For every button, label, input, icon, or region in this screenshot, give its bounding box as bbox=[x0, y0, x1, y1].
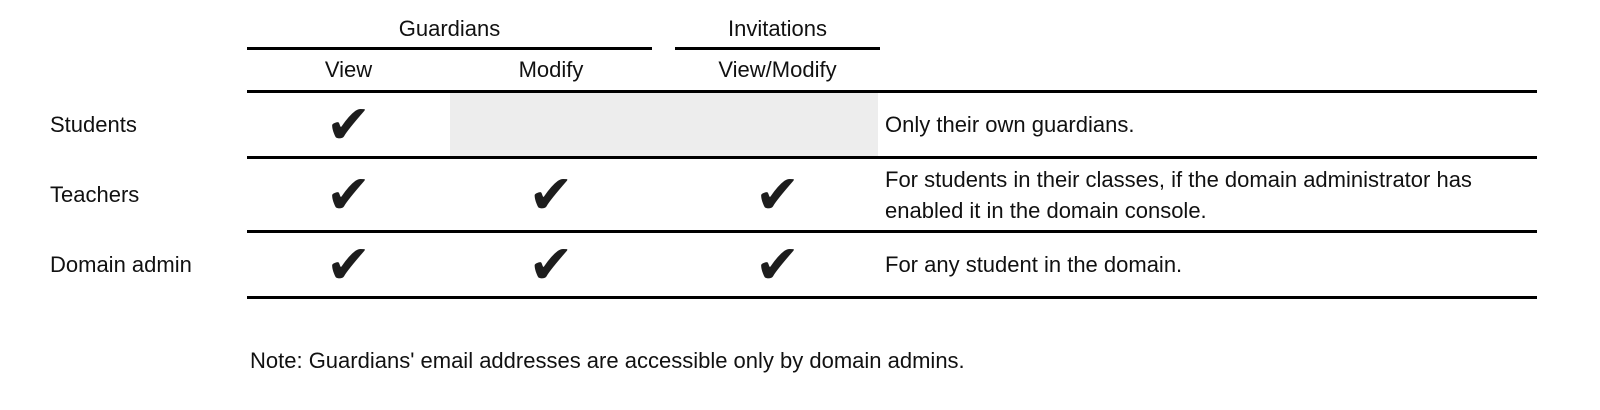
table-row-label-students: Students bbox=[50, 93, 240, 156]
cell-teachers-guardians-view: ✔ bbox=[247, 159, 450, 230]
cell-students-note: Only their own guardians. bbox=[885, 93, 1540, 156]
check-icon: ✔ bbox=[325, 92, 372, 156]
cell-teachers-note: For students in their classes, if the do… bbox=[885, 159, 1540, 230]
check-icon: ✔ bbox=[528, 162, 574, 226]
table-row-label-domain-admin: Domain admin bbox=[50, 233, 240, 296]
check-icon: ✔ bbox=[754, 162, 801, 226]
column-group-guardians: Guardians bbox=[398, 16, 501, 41]
cell-teachers-invitations-view-modify: ✔ bbox=[675, 159, 880, 230]
table-rule-after-students bbox=[247, 156, 1537, 159]
note-text: For any student in the domain. bbox=[885, 252, 1183, 277]
check-icon: ✔ bbox=[528, 232, 574, 296]
check-icon: ✔ bbox=[325, 162, 372, 226]
table-rule-bottom bbox=[247, 296, 1537, 299]
table-rule-after-teachers bbox=[247, 230, 1537, 233]
cell-domain-admin-guardians-view: ✔ bbox=[247, 233, 450, 296]
invitations-group-underline bbox=[675, 47, 880, 50]
column-header-view: View bbox=[324, 57, 373, 82]
row-label: Students bbox=[50, 111, 137, 137]
footnote-text: Note: Guardians' email addresses are acc… bbox=[250, 348, 965, 373]
cell-students-guardians-modify bbox=[450, 93, 652, 156]
cell-students-guardians-view: ✔ bbox=[247, 93, 450, 156]
column-group-invitations: Invitations bbox=[727, 16, 828, 41]
table-rule-top bbox=[247, 90, 1537, 93]
cell-domain-admin-invitations-view-modify: ✔ bbox=[675, 233, 880, 296]
row-label: Teachers bbox=[50, 181, 140, 207]
guardians-group-underline bbox=[247, 47, 652, 50]
column-header-view-modify: View/Modify bbox=[718, 57, 837, 82]
cell-domain-admin-note: For any student in the domain. bbox=[885, 233, 1540, 296]
cell-students-invitations-view-modify bbox=[675, 93, 880, 156]
check-icon: ✔ bbox=[754, 232, 801, 296]
disabled-cells-region bbox=[450, 93, 878, 156]
cell-teachers-guardians-modify: ✔ bbox=[450, 159, 652, 230]
cell-domain-admin-guardians-modify: ✔ bbox=[450, 233, 652, 296]
row-label: Domain admin bbox=[50, 251, 192, 277]
check-icon: ✔ bbox=[325, 232, 372, 296]
note-text: For students in their classes, if the do… bbox=[885, 166, 1472, 223]
table-row-label-teachers: Teachers bbox=[50, 159, 240, 230]
column-header-modify: Modify bbox=[518, 57, 584, 82]
note-text: Only their own guardians. bbox=[885, 112, 1135, 137]
